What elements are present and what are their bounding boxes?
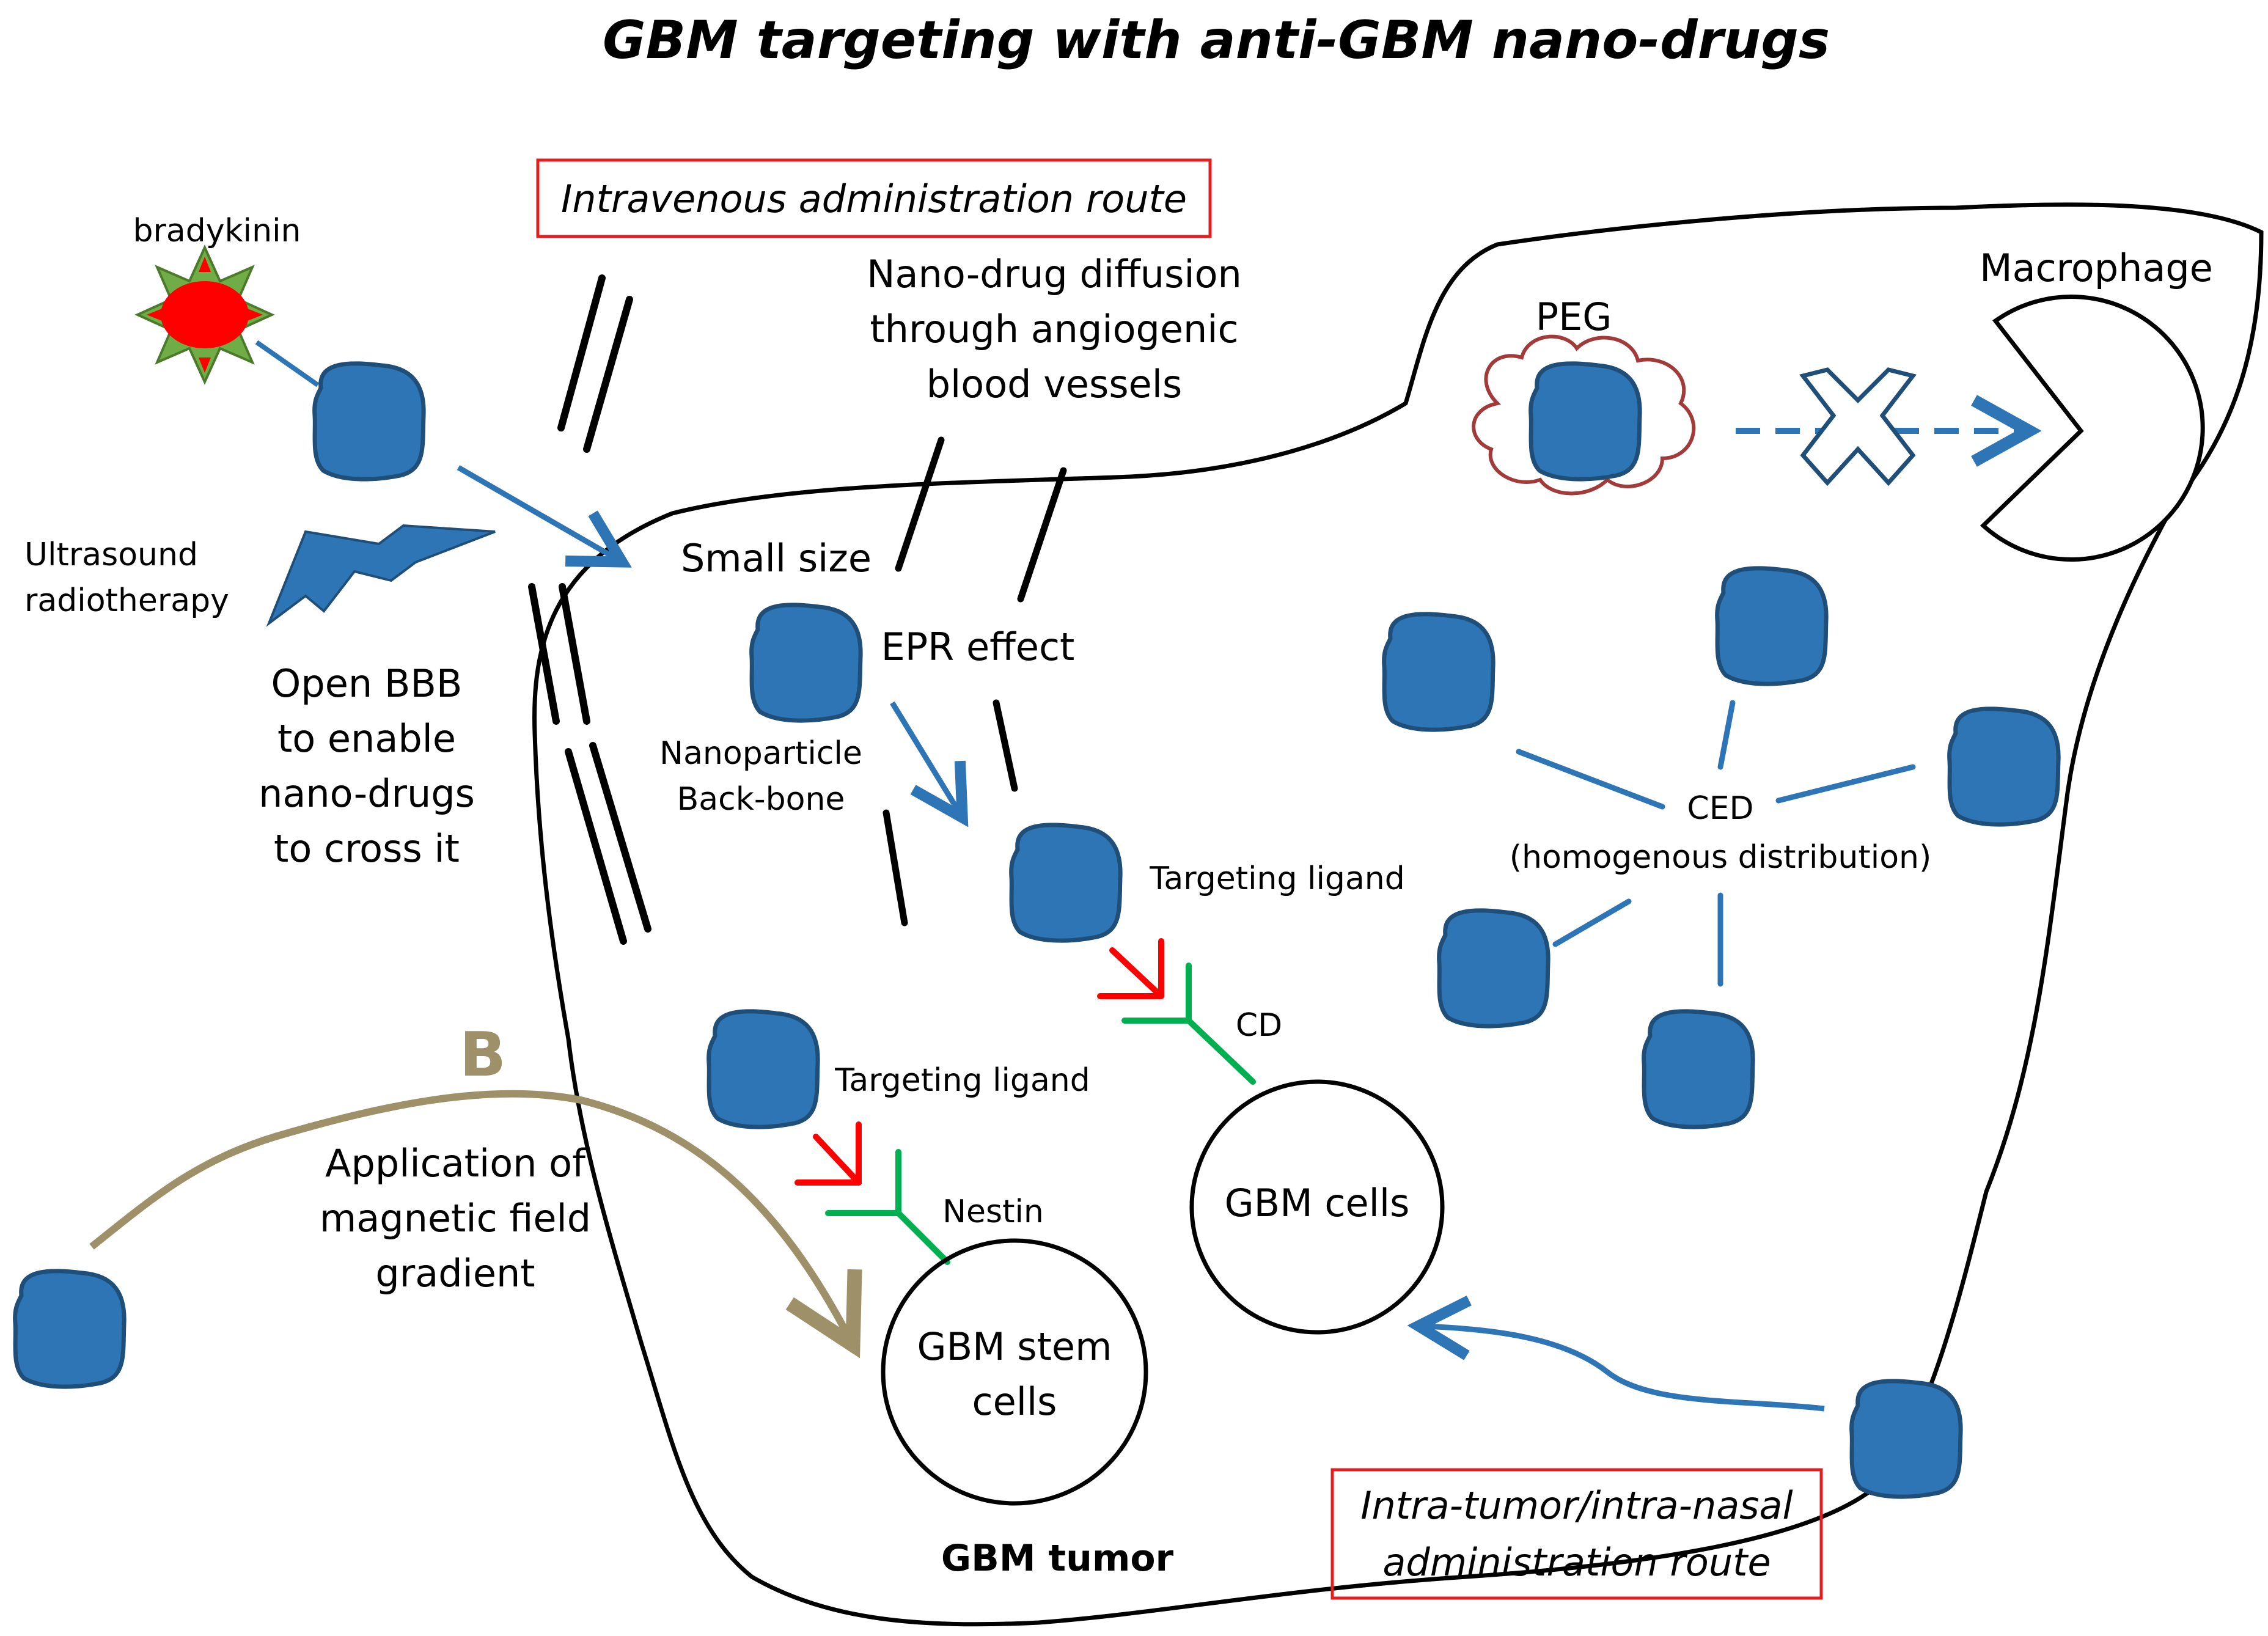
peg-cloud-icon — [1472, 334, 1696, 496]
ced-label-2: (homogenous distribution) — [1510, 839, 1932, 876]
ced-spokes — [1516, 700, 1916, 987]
open-bbb-line-3: nano-drugs — [259, 771, 475, 816]
gbm-stem-label-1: GBM stem — [917, 1324, 1112, 1369]
open-bbb-line-2: to enable — [277, 716, 456, 761]
peg-label: PEG — [1536, 295, 1612, 339]
nanoparticle-icon — [1852, 1381, 1961, 1497]
ced-label-1: CED — [1687, 790, 1753, 827]
targeting-ligand-label-2: Targeting ligand — [834, 1062, 1090, 1099]
nanoparticle-icon — [315, 364, 424, 479]
open-bbb-line-4: to cross it — [274, 826, 460, 871]
diffusion-line-2: through angiogenic — [870, 307, 1238, 351]
receptor-icon — [825, 1149, 950, 1265]
lightning-icon — [266, 524, 496, 627]
nanoparticle-icon — [1717, 568, 1826, 684]
bradykinin-link — [255, 340, 320, 387]
nanoparticle-icon — [709, 1011, 818, 1127]
gbm-stem-label-2: cells — [972, 1379, 1057, 1424]
gbm-stem-cells-circle — [881, 1238, 1148, 1506]
magnetic-line-1: Application of — [325, 1141, 587, 1186]
nanoparticle-icon — [15, 1271, 124, 1387]
macrophage-body — [1980, 295, 2205, 562]
intratumor-route-label-2: administration route — [1382, 1540, 1771, 1585]
targeting-ligand-label-1: Targeting ligand — [1149, 860, 1405, 897]
diffusion-line-3: blood vessels — [927, 362, 1183, 406]
ultrasound-label-2: radiotherapy — [24, 582, 229, 619]
magnetic-line-2: magnetic field — [320, 1196, 591, 1241]
nanoparticle-icon — [1950, 709, 2058, 824]
intratumor-arrow — [1424, 1326, 1825, 1412]
diagram-title: GBM targeting with anti-GBM nano-drugs — [603, 10, 1830, 71]
iv-entry-arrow — [457, 465, 617, 559]
intratumor-route-label-1: Intra-tumor/intra-nasal — [1360, 1483, 1793, 1528]
angiogenic-vessel-lines — [883, 436, 1067, 926]
gbm-cells-label: GBM cells — [1225, 1181, 1410, 1225]
gbm-tumor-outline — [532, 202, 2264, 1627]
cross-icon — [1799, 367, 1917, 486]
nanoparticle-label-2: Back-bone — [677, 781, 845, 818]
nanoparticle-icon — [1439, 911, 1548, 1026]
nanoparticle-icon — [752, 605, 861, 721]
gbm-tumor-label: GBM tumor — [941, 1537, 1174, 1580]
nestin-label: Nestin — [942, 1194, 1044, 1230]
bbb-barrier-lines — [528, 274, 651, 945]
epr-label: EPR effect — [881, 625, 1075, 669]
bradykinin-icon — [134, 244, 275, 385]
magnetic-gradient-curve — [89, 1090, 850, 1338]
macrophage-label: Macrophage — [1980, 246, 2213, 290]
gbm-cells-circle — [1189, 1079, 1445, 1335]
ligand-arrow-1 — [1097, 938, 1164, 999]
ligand-arrow-2 — [795, 1121, 862, 1186]
intravenous-route-box — [536, 158, 1212, 238]
cd-label: CD — [1236, 1007, 1282, 1044]
nanoparticle-icon — [1531, 364, 1640, 479]
diffusion-line-1: Nano-drug diffusion — [867, 252, 1242, 296]
bradykinin-label: bradykinin — [133, 213, 301, 249]
nanoparticle-icon — [1011, 825, 1120, 941]
small-size-label: Small size — [681, 536, 872, 581]
intravenous-route-label: Intravenous administration route — [561, 177, 1187, 221]
magnetic-line-3: gradient — [375, 1251, 535, 1296]
nanoparticle-label-1: Nanoparticle — [659, 735, 862, 772]
nanoparticle-icon — [1384, 614, 1493, 730]
ultrasound-label-1: Ultrasound — [24, 537, 198, 573]
nanoparticle-icon — [1644, 1011, 1753, 1127]
magnetic-b-label: B — [460, 1019, 506, 1090]
open-bbb-line-1: Open BBB — [271, 661, 463, 706]
receptor-icon — [1121, 963, 1256, 1085]
epr-arrow — [890, 701, 960, 813]
intratumor-route-box — [1330, 1468, 1823, 1600]
